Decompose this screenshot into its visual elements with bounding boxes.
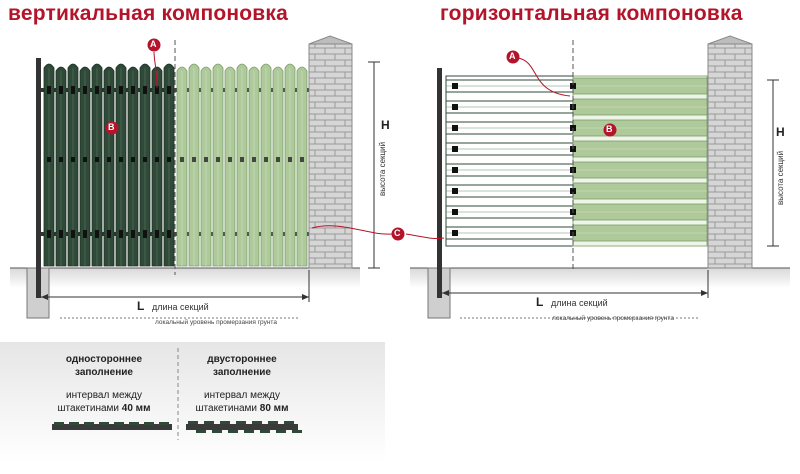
leader-a-right bbox=[517, 57, 571, 97]
profile-picket bbox=[129, 422, 139, 425]
marker-a-left bbox=[147, 38, 161, 52]
profile-one-sided bbox=[52, 422, 172, 430]
marker-c-label: C bbox=[394, 228, 401, 238]
two-sided-title-2: заполнение bbox=[212, 367, 271, 378]
profile-picket-top bbox=[252, 421, 262, 424]
ground-left bbox=[10, 268, 360, 288]
profile-picket bbox=[114, 422, 124, 425]
fill-types-panel bbox=[0, 342, 385, 462]
profile-picket-bottom bbox=[260, 430, 270, 433]
post-right bbox=[437, 68, 442, 298]
height-letter-left: H bbox=[381, 118, 390, 132]
length-letter-left: L bbox=[137, 299, 145, 313]
profile-picket-bottom bbox=[228, 430, 238, 433]
profile-picket-top bbox=[236, 421, 246, 424]
leader-a-left bbox=[153, 51, 158, 89]
one-sided-interval-value: 40 мм bbox=[121, 403, 151, 414]
profile-picket bbox=[159, 422, 169, 425]
two-sided-note: двустороннее заполнение интервал между ш… bbox=[182, 353, 302, 415]
profile-two-sided bbox=[186, 421, 302, 433]
profile-picket-top bbox=[204, 421, 214, 424]
one-sided-interval-2: штакетинами bbox=[57, 403, 119, 414]
one-sided-title-2: заполнение bbox=[74, 367, 133, 378]
profile-picket-bottom bbox=[196, 430, 206, 433]
brick-pillar-right bbox=[707, 43, 753, 269]
profile-picket bbox=[69, 422, 79, 425]
title-horizontal-layout: горизонтальная компоновка bbox=[440, 2, 743, 25]
profile-picket-bottom bbox=[292, 430, 302, 433]
pickets-dark bbox=[43, 63, 175, 267]
profile-picket-bottom bbox=[244, 430, 254, 433]
profile-picket-bottom bbox=[212, 430, 222, 433]
profile-picket-top bbox=[188, 421, 198, 424]
two-sided-interval-value: 80 мм bbox=[259, 403, 289, 414]
two-sided-title-1: двустороннее bbox=[207, 354, 277, 365]
one-sided-title-1: одностороннее bbox=[65, 354, 143, 365]
height-label-left: высота секций bbox=[378, 141, 387, 196]
profile-picket bbox=[99, 422, 109, 425]
ground-label-left: локальный уровень промерзания грунта bbox=[155, 319, 277, 326]
vertical-fence bbox=[10, 35, 380, 319]
profile-picket-top bbox=[268, 421, 278, 424]
profile-picket-bottom bbox=[276, 430, 286, 433]
two-sided-interval-1: интервал между bbox=[204, 390, 280, 401]
marker-a-right bbox=[506, 50, 520, 64]
post-left bbox=[36, 58, 41, 298]
brick-pillar-left bbox=[308, 43, 353, 269]
pickets-light bbox=[176, 63, 308, 267]
length-label-left: длина секций bbox=[152, 302, 209, 312]
two-sided-interval-2: штакетинами bbox=[195, 403, 257, 414]
marker-b-left-label: B bbox=[108, 122, 115, 132]
profile-picket-top bbox=[284, 421, 294, 424]
profile-picket bbox=[54, 422, 64, 425]
marker-a-right-label: A bbox=[509, 51, 516, 61]
length-letter-right: L bbox=[536, 295, 544, 309]
length-label-right: длина секций bbox=[551, 298, 608, 308]
ground-label-right: локальный уровень промерзания грунта bbox=[552, 315, 674, 322]
marker-a-left-label: A bbox=[150, 39, 157, 49]
marker-b-right bbox=[603, 123, 617, 137]
leader-c-right bbox=[405, 233, 445, 239]
ground-right bbox=[410, 268, 790, 288]
height-label-right: высота секций bbox=[776, 150, 785, 205]
marker-c bbox=[391, 227, 405, 241]
height-letter-right: H bbox=[776, 125, 785, 139]
one-sided-note: одностороннее заполнение интервал между … bbox=[44, 353, 164, 415]
marker-b-left bbox=[105, 121, 119, 135]
profile-picket bbox=[84, 422, 94, 425]
profile-picket-top bbox=[220, 421, 230, 424]
leader-c-left bbox=[311, 225, 393, 235]
one-sided-interval-1: интервал между bbox=[66, 390, 142, 401]
profile-picket bbox=[144, 422, 154, 425]
title-vertical-layout: вертикальная компоновка bbox=[8, 2, 288, 25]
marker-b-right-label: B bbox=[606, 124, 613, 134]
horizontal-fence bbox=[410, 35, 790, 319]
